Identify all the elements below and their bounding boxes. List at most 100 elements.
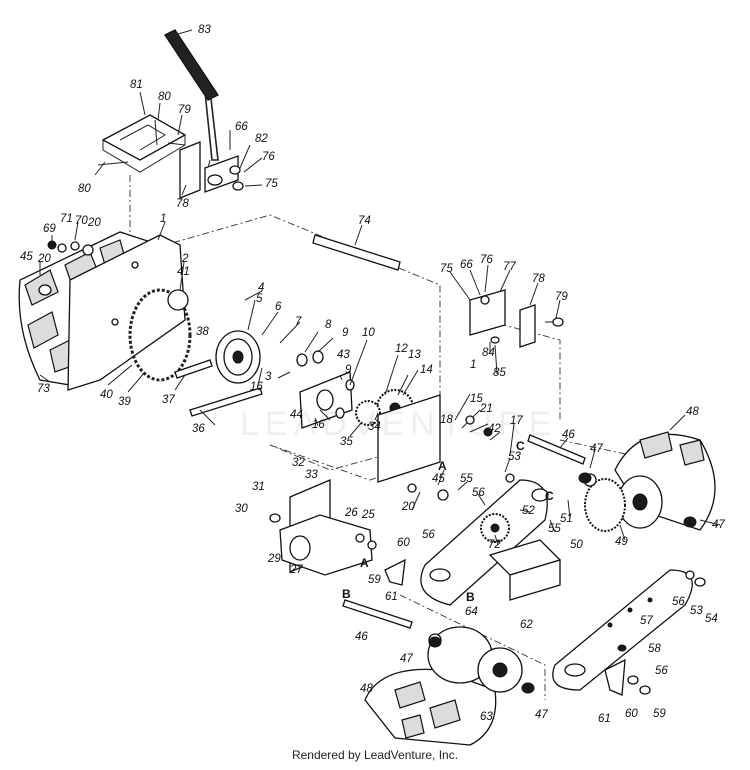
label-62: 62 <box>520 619 533 631</box>
link-61 <box>384 558 626 696</box>
label-54: 54 <box>705 613 718 625</box>
shift-plate <box>101 114 187 173</box>
label-51: 51 <box>560 513 573 525</box>
drive-chain-left <box>128 288 192 382</box>
label-35: 35 <box>340 436 353 448</box>
label-20: 20 <box>87 217 101 229</box>
label-33: 33 <box>305 469 318 481</box>
label-16b: 16 <box>312 419 325 431</box>
label-55: 55 <box>460 473 473 485</box>
label-48b: 48 <box>360 683 373 695</box>
label-32: 32 <box>292 457 305 469</box>
label-45b: 45 <box>432 473 445 485</box>
label-38: 38 <box>196 326 209 338</box>
label-4: 4 <box>258 282 264 294</box>
label-64: 64 <box>465 606 478 618</box>
part-labels: 83 81 80 79 66 82 76 75 78 80 74 69 71 7… <box>20 24 725 725</box>
label-78b: 78 <box>532 273 545 285</box>
frame-wheel-lower <box>399 594 546 700</box>
label-80b: 80 <box>78 183 91 195</box>
label-75: 75 <box>265 178 278 190</box>
label-77: 77 <box>503 261 516 273</box>
frame-main <box>129 214 441 471</box>
label-9: 9 <box>342 327 349 339</box>
frame-lower <box>269 444 401 481</box>
label-63: 63 <box>480 711 493 723</box>
label-52: 52 <box>522 505 535 517</box>
drive-case-upper <box>420 479 549 606</box>
label-6: 6 <box>275 301 282 313</box>
label-53: 53 <box>508 451 521 463</box>
lower-tire <box>364 668 497 746</box>
transmission-housing <box>279 514 373 576</box>
label-15: 15 <box>470 393 483 405</box>
label-20c: 20 <box>401 501 415 513</box>
label-43: 43 <box>337 349 350 361</box>
label-45: 45 <box>20 251 33 263</box>
label-21: 21 <box>479 403 493 415</box>
label-69: 69 <box>43 223 56 235</box>
label-79: 79 <box>178 104 191 116</box>
label-9b: 9 <box>345 364 352 376</box>
label-60: 60 <box>397 537 410 549</box>
letter-b-lower: B <box>466 590 475 604</box>
label-80: 80 <box>158 91 171 103</box>
label-16: 16 <box>250 381 263 393</box>
axle-shaft <box>174 234 401 417</box>
label-79b: 79 <box>555 291 568 303</box>
label-46: 46 <box>562 429 575 441</box>
label-66: 66 <box>235 121 248 133</box>
shaft-46 <box>342 434 586 629</box>
label-66b: 66 <box>460 259 473 271</box>
label-81: 81 <box>130 79 143 91</box>
label-42: 42 <box>488 423 501 435</box>
label-56c: 56 <box>672 596 685 608</box>
letter-c-lower: C <box>545 489 554 503</box>
label-18: 18 <box>440 414 453 426</box>
right-bracket <box>469 289 564 348</box>
label-70: 70 <box>75 215 88 227</box>
label-57: 57 <box>640 615 653 627</box>
drive-case-lower <box>552 569 693 691</box>
label-47: 47 <box>590 443 603 455</box>
label-58: 58 <box>648 643 661 655</box>
label-49: 49 <box>615 536 628 548</box>
letter-c-upper: C <box>516 439 525 453</box>
hardware <box>38 240 706 695</box>
letter-b-upper: B <box>342 587 351 601</box>
label-53b: 53 <box>690 605 703 617</box>
frame-right <box>484 319 561 420</box>
sprocket-72 <box>480 513 510 543</box>
label-41: 41 <box>177 266 190 278</box>
label-48: 48 <box>686 406 699 418</box>
label-78: 78 <box>176 198 189 210</box>
label-40: 40 <box>100 389 113 401</box>
label-71: 71 <box>60 213 73 225</box>
label-14: 14 <box>420 364 433 376</box>
label-46b: 46 <box>355 631 368 643</box>
label-56d: 56 <box>655 665 668 677</box>
label-5: 5 <box>256 293 263 305</box>
footer-credit: Rendered by LeadVenture, Inc. <box>291 748 459 762</box>
letter-a-upper: A <box>438 459 447 473</box>
label-12: 12 <box>395 343 408 355</box>
label-84: 84 <box>482 347 495 359</box>
label-56b: 56 <box>422 529 435 541</box>
label-73: 73 <box>37 383 50 395</box>
label-82: 82 <box>255 133 268 145</box>
label-30: 30 <box>235 503 248 515</box>
bearing-block <box>488 539 562 601</box>
label-1b: 1 <box>470 359 476 371</box>
right-hub <box>583 473 663 532</box>
label-60b: 60 <box>625 708 638 720</box>
label-36: 36 <box>192 423 205 435</box>
label-26: 26 <box>344 507 358 519</box>
label-85: 85 <box>493 367 506 379</box>
label-7: 7 <box>295 316 302 328</box>
label-59: 59 <box>368 574 381 586</box>
letter-a-lower: A <box>360 556 369 570</box>
label-3: 3 <box>265 371 272 383</box>
label-72: 72 <box>488 539 501 551</box>
label-1: 1 <box>160 213 166 225</box>
label-76b: 76 <box>480 254 493 266</box>
